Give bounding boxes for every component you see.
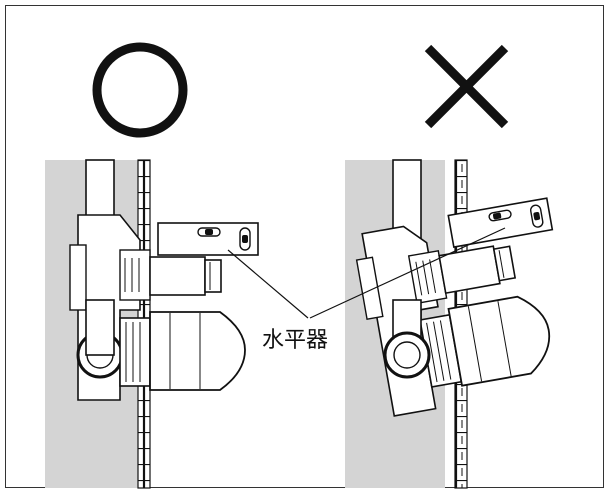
correct-panel: ○ bbox=[45, 42, 259, 489]
left-motor-cylinder bbox=[119, 311, 246, 391]
callout-leader-left bbox=[227, 249, 309, 319]
right-spirit-level bbox=[447, 197, 554, 248]
incorrect-panel: × bbox=[345, 44, 554, 489]
level-label: 水平器 bbox=[262, 328, 328, 353]
incorrect-cross-mark bbox=[424, 44, 509, 129]
correct-circle-mark bbox=[92, 42, 188, 138]
level-callout: 水平器 bbox=[227, 227, 506, 353]
callout-leader-right bbox=[309, 227, 506, 319]
left-spirit-level bbox=[157, 222, 259, 256]
left-valve-body bbox=[149, 256, 206, 296]
left-bracket-clamp bbox=[69, 244, 87, 311]
